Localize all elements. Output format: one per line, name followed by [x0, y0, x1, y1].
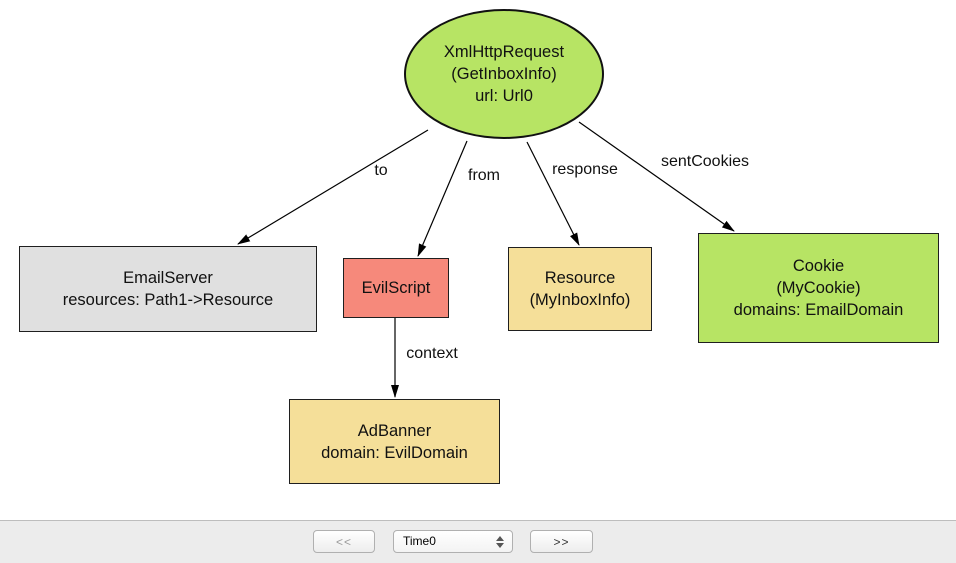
- time-select-value: Time0: [403, 534, 436, 548]
- node-label-line: domains: EmailDomain: [733, 301, 904, 319]
- chevron-up-icon: [496, 536, 504, 541]
- timeline-toolbar: << Time0 >>: [0, 520, 956, 563]
- node-label-line: EvilScript: [361, 279, 431, 297]
- edge-from-line: [417, 140, 468, 257]
- node-label-line: AdBanner: [357, 421, 432, 440]
- node-label-line: domain: EvilDomain: [321, 443, 468, 462]
- node-xmlhttprequest: XmlHttpRequest (GetInboxInfo) url: Url0: [404, 9, 604, 139]
- node-evilscript: EvilScript: [343, 258, 449, 318]
- edge-response-line: [526, 141, 580, 246]
- node-label-line: (MyInboxInfo): [529, 291, 631, 309]
- edge-label-sentcookies: sentCookies: [660, 153, 750, 170]
- node-label-line: (MyCookie): [776, 279, 861, 297]
- node-adbanner: AdBanner domain: EvilDomain: [289, 399, 500, 484]
- node-label-line: XmlHttpRequest: [443, 43, 565, 61]
- node-label-line: Cookie: [792, 257, 845, 275]
- edge-label-from: from: [468, 167, 500, 184]
- edge-to-line: [237, 129, 429, 245]
- node-cookie: Cookie (MyCookie) domains: EmailDomain: [698, 233, 939, 343]
- edge-label-to: to: [374, 162, 388, 179]
- next-time-button[interactable]: >>: [530, 530, 593, 553]
- edge-label-context: context: [406, 345, 458, 362]
- node-label-line: resources: Path1->Resource: [62, 291, 274, 309]
- select-stepper-icon: [496, 535, 504, 549]
- node-resource: Resource (MyInboxInfo): [508, 247, 652, 331]
- node-label-line: EmailServer: [123, 269, 213, 287]
- node-label-line: Resource: [544, 269, 616, 287]
- node-label-line: url: Url0: [475, 87, 533, 105]
- node-emailserver: EmailServer resources: Path1->Resource: [19, 246, 317, 332]
- node-label-line: (GetInboxInfo): [451, 65, 557, 83]
- chevron-down-icon: [496, 543, 504, 548]
- time-select[interactable]: Time0: [393, 530, 513, 553]
- prev-time-button[interactable]: <<: [313, 530, 375, 553]
- edge-label-response: response: [552, 161, 618, 178]
